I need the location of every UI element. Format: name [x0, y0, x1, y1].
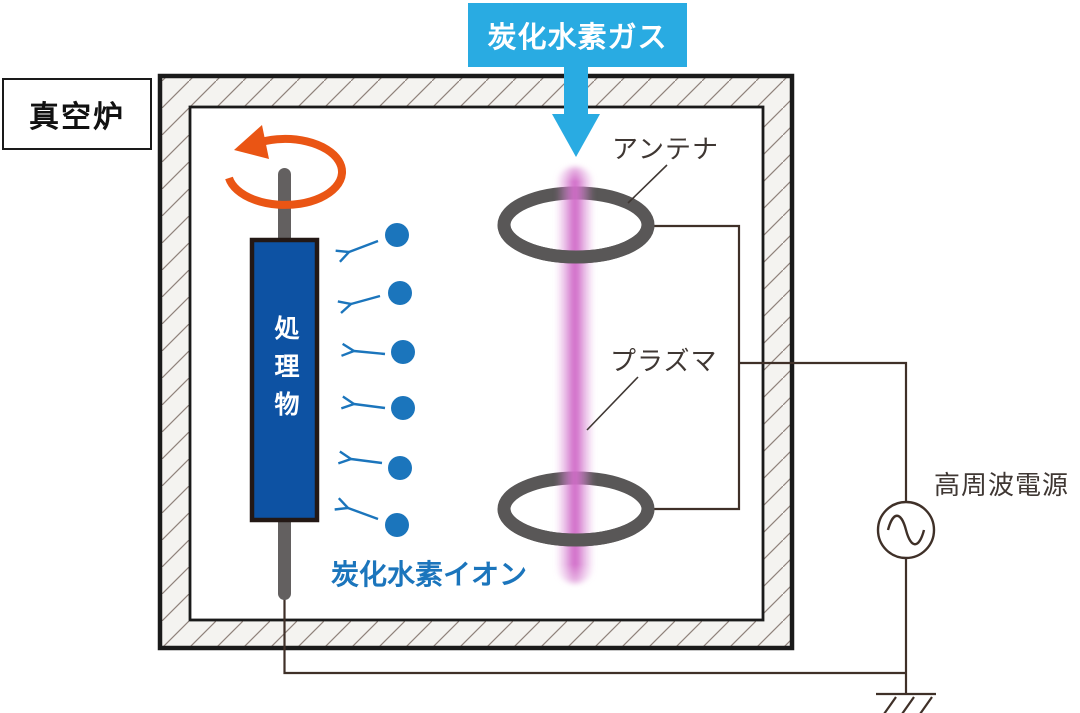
ion-particle — [388, 456, 412, 480]
power-feed-wire — [739, 361, 908, 502]
ion-label: 炭化水素イオン — [331, 559, 528, 590]
gas-label-box: 炭化水素ガス — [468, 3, 687, 67]
ion-left-arrow-icon — [341, 342, 386, 357]
antenna-coil-bottom-front — [497, 508, 655, 547]
antenna-coil-top-front — [497, 224, 655, 264]
workpiece-ground-wire — [283, 597, 906, 675]
rotation-shaft-bottom — [278, 512, 291, 600]
ac-source-icon — [876, 500, 936, 560]
ion-left-arrow-icon — [337, 450, 383, 465]
ion-particle — [391, 396, 415, 420]
ion-left-arrow-icon — [337, 294, 381, 314]
rotation-arrow-icon — [225, 125, 347, 209]
ion-particles — [334, 223, 415, 537]
ion-particle — [388, 281, 412, 305]
ground-icon — [876, 692, 936, 713]
furnace-title: 真空炉 — [2, 78, 152, 150]
ion-particle — [385, 223, 409, 247]
antenna-wiring — [283, 224, 936, 713]
power-supply-label: 高周波電源 — [934, 470, 1070, 500]
plasma-label: プラズマ — [610, 346, 718, 376]
ion-left-arrow-icon — [340, 395, 386, 410]
gas-inlet-down-arrow-icon — [552, 60, 600, 157]
ion-left-arrow-icon — [335, 239, 379, 263]
plasma-leader-line — [586, 376, 639, 431]
ion-particle — [391, 340, 415, 364]
workpiece — [249, 237, 320, 523]
antenna-leader-line — [627, 164, 668, 204]
coil-connection-wire — [648, 224, 741, 511]
ion-left-arrow-icon — [334, 497, 379, 521]
plasma-column — [556, 166, 594, 584]
ion-particle — [385, 513, 409, 537]
workpiece-label: 処理物 — [271, 315, 299, 429]
antenna-label: アンテナ — [612, 134, 719, 164]
